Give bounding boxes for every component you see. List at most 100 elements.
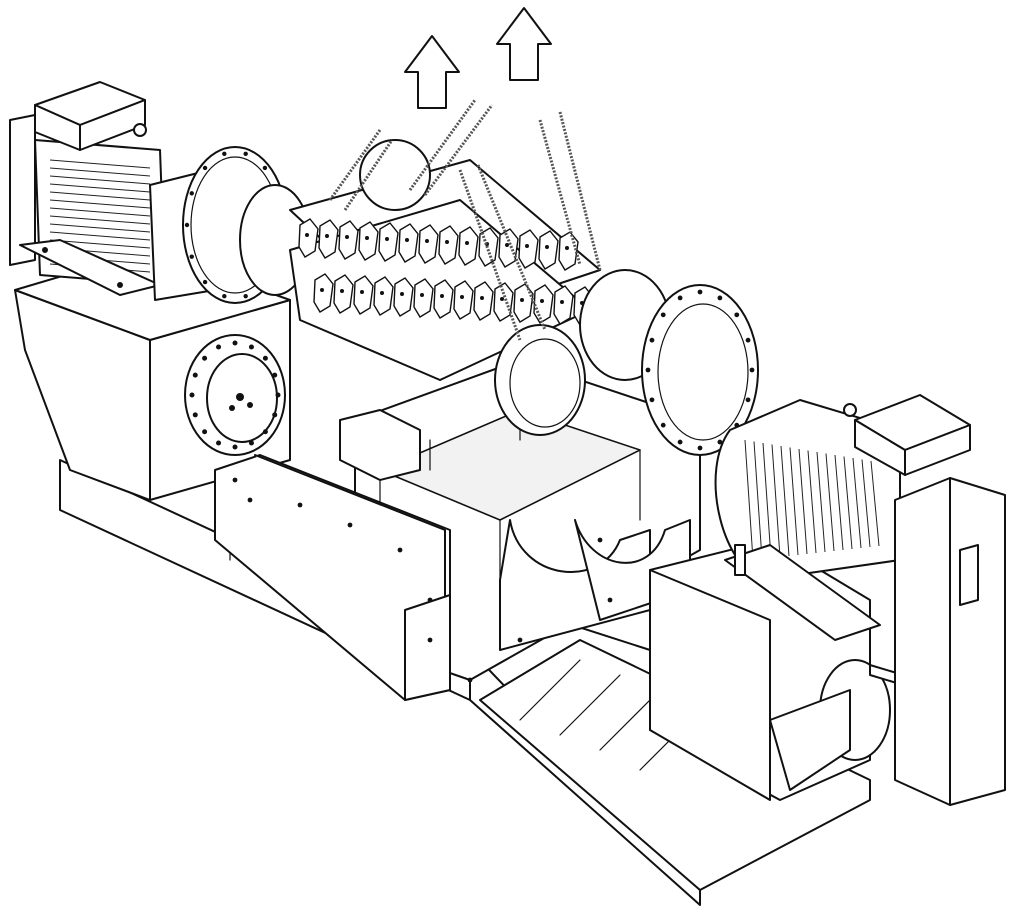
blade-bolt [400,292,404,296]
flange-bolt [192,372,198,378]
cooling-fin [789,447,799,556]
gearbox-housing-right-front [649,569,771,801]
lift-arrows [404,7,552,109]
right-coupling [641,284,759,456]
motor-cooling-fins-left [49,159,151,273]
coupling-bolt [645,367,651,373]
cooling-fin [771,444,781,558]
flange-bolt [202,355,208,361]
bearing-bolt [247,497,253,503]
blade-bolt [565,246,569,250]
cooling-fin [816,451,826,553]
motor-cooling-fins-right [744,439,880,561]
coupling-bolt [189,254,194,259]
gearbox-flange-bolts [189,340,281,450]
cooling-fin [825,453,835,552]
cooling-fin [780,445,790,557]
cutting-blade [338,220,359,260]
coupling-bolt [262,165,268,171]
left-gearbox [9,114,291,501]
cooling-fin [870,460,880,547]
cooling-fin [843,456,853,550]
coupling-bolt [717,439,723,445]
cutting-blade [538,230,559,270]
rotor-end-disc-front [494,324,586,436]
base-platform-right [479,639,871,891]
flange-bolt [248,344,254,350]
terminal-box-left-side [79,99,146,151]
right-motor [714,394,971,641]
cutting-blade [433,279,454,319]
hub-bolt [229,405,235,411]
cutting-blade [518,229,539,269]
cutting-blade [393,277,414,317]
coupling-bolt [677,439,683,445]
coupling-bolt [745,397,751,403]
cooling-fin [753,441,763,560]
flange-bolt [216,344,222,350]
coupling-bolt [243,151,248,157]
cooling-fin [49,159,151,169]
blade-bolt [380,291,384,295]
cooling-fin [49,191,151,201]
flange-bolt [189,392,195,398]
coupling-bolt [202,279,208,285]
cooling-fin [49,167,151,177]
blade-bolt [325,234,329,238]
coupling-bolt [222,151,227,157]
cooling-fin [807,450,817,554]
left-motor [19,81,216,301]
lifting-sling-icon [423,104,494,196]
coupling-bolt [649,397,655,403]
cutting-blade [353,275,374,315]
cutting-blade [333,274,354,314]
coupling-bolt [189,191,194,196]
cutting-blade [513,283,534,323]
blade-bolt [520,298,524,302]
cutting-blade [533,284,554,324]
lift-arrow-icon [404,35,460,109]
gearbox-gusset-right [769,689,851,791]
cutting-blade [298,218,319,258]
blade-bolt [385,237,389,241]
blade-bolt [425,239,429,243]
cooling-fin [49,175,151,185]
coupling-flange-right [641,284,759,456]
flange-bolt [202,429,208,435]
foot-bolt [117,282,123,288]
flange-bolt [272,372,278,378]
lift-arrow-icon [496,7,552,81]
hub-bolt [247,402,253,408]
cutting-blade [438,225,459,265]
bearing-bolt [427,637,433,643]
terminal-box-right-side [904,424,971,476]
bearing-bolt [397,547,403,553]
cutting-blade [453,280,474,320]
coupling-bolt [697,445,703,451]
bearing-bolt [427,597,433,603]
coupling-bolt [202,165,208,171]
bearing-bolt [597,537,603,543]
cutting-blade [493,282,514,322]
cooling-fin [762,442,772,559]
bearing-saddle-rear [339,409,421,481]
cooling-fin [834,454,844,551]
coupling-bolt [184,222,190,228]
flange-bolt [262,429,268,435]
bearing-block-end [404,594,451,701]
left-end-cover [9,114,36,266]
bearing-bolt [517,637,523,643]
coupling-bolt [677,295,683,301]
left-coupling [182,146,311,304]
blade-bolt [365,236,369,240]
cutting-blade [398,223,419,263]
blade-bolt [440,294,444,298]
flange-bolt [232,444,238,450]
cooling-fin [49,215,151,225]
lifting-sling-icon [343,139,394,211]
foot-bolt [42,247,48,253]
lifting-sling-icon [558,111,602,271]
coupling-bolt [734,312,740,318]
coupling-bolt [222,293,227,299]
